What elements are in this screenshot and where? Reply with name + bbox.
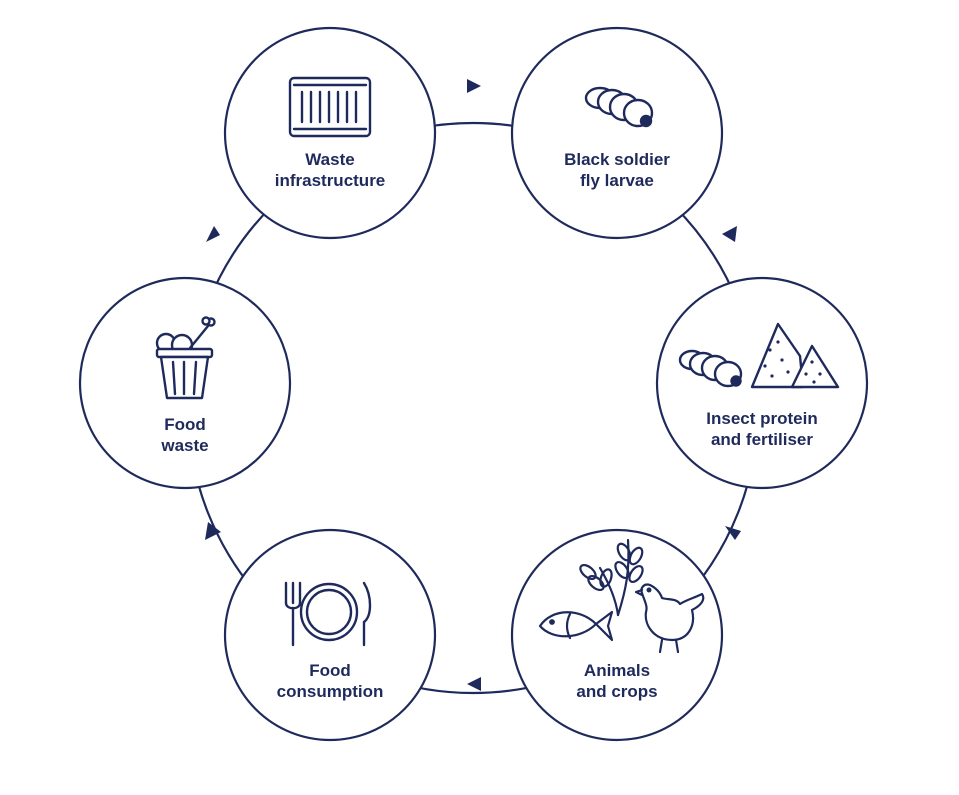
label-larvae-line2: fly larvae [580, 171, 654, 190]
cycle-arrows [205, 79, 741, 691]
label-protein-line2: and fertiliser [711, 430, 813, 449]
node-black-soldier-fly-larvae [510, 26, 724, 240]
node-animals-crops [510, 528, 724, 742]
arrow-waste-to-infrastructure [206, 226, 220, 242]
food-bin-icon [155, 316, 216, 400]
node-waste-infrastructure [223, 26, 437, 240]
arrow-protein-to-animals [725, 526, 741, 540]
label-larvae-line1: Black soldier [564, 150, 670, 169]
arrow-larvae-to-protein [722, 226, 737, 242]
label-foodwaste-line2: waste [160, 436, 208, 455]
waste-container-icon [288, 76, 372, 138]
arrow-animals-to-consumption [467, 677, 481, 691]
animals-crops-icon [538, 538, 705, 654]
protein-fertiliser-icon [678, 322, 840, 389]
label-waste-line1: Waste [305, 150, 354, 169]
arrow-waste-to-larvae [467, 79, 481, 93]
label-protein-line1: Insect protein [706, 409, 817, 428]
label-consumption-line2: consumption [277, 682, 384, 701]
label-consumption-line1: Food [309, 661, 351, 680]
arrow-consumption-to-waste [205, 522, 221, 540]
label-waste-line2: infrastructure [275, 171, 386, 190]
label-animals-line2: and crops [576, 682, 657, 701]
plate-cutlery-icon [284, 581, 372, 647]
label-animals-line1: Animals [584, 661, 650, 680]
larva-icon [584, 86, 654, 128]
label-foodwaste-line1: Food [164, 415, 206, 434]
